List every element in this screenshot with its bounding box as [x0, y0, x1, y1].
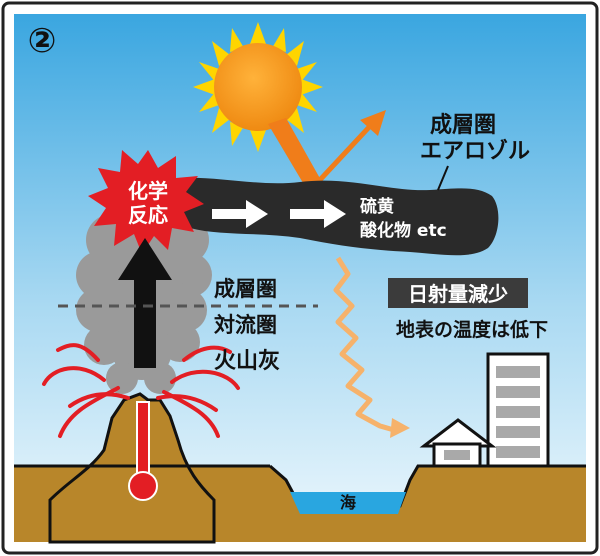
updraft-arrow [118, 238, 172, 368]
sulfur-oxides-label: 硫黄 酸化物 etc [360, 196, 447, 241]
eruption-lines [42, 343, 240, 438]
svg-text:化学: 化学 [128, 179, 168, 203]
stratosphere-label: 成層圏 [214, 277, 277, 301]
svg-text:②: ② [28, 21, 57, 61]
sun-icon [193, 22, 323, 152]
flow-arrows [212, 200, 346, 228]
surface-temp-label: 地表の温度は低下 [396, 318, 548, 341]
building-tall [486, 352, 550, 468]
chemical-reaction-burst: 化学 反応 [88, 150, 204, 254]
reduced-sunlight-arrow [333, 256, 410, 438]
svg-text:日射量減少: 日射量減少 [408, 282, 508, 306]
troposphere-label: 対流圏 [214, 313, 277, 337]
magma-thermometer [128, 401, 158, 501]
svg-text:反応: 反応 [128, 203, 168, 227]
svg-text:硫黄: 硫黄 [360, 196, 394, 217]
sea-label: 海 [340, 493, 356, 512]
sunlight-beam [268, 118, 322, 188]
volcanic-ash-label: 火山灰 [214, 348, 280, 374]
aerosol-pointer-line [437, 165, 449, 191]
svg-text:成層圏: 成層圏 [430, 113, 496, 138]
reflected-light-arrow [316, 110, 386, 184]
aerosol-label: 成層圏 エアロゾル [420, 113, 530, 164]
house [419, 418, 497, 468]
volcano [48, 392, 216, 544]
sea [290, 492, 406, 514]
svg-text:酸化物 etc: 酸化物 etc [360, 220, 447, 241]
panel-number: ② [28, 21, 57, 61]
svg-text:エアロゾル: エアロゾル [420, 138, 530, 164]
sunlight-decrease-badge: 日射量減少 [388, 278, 528, 308]
